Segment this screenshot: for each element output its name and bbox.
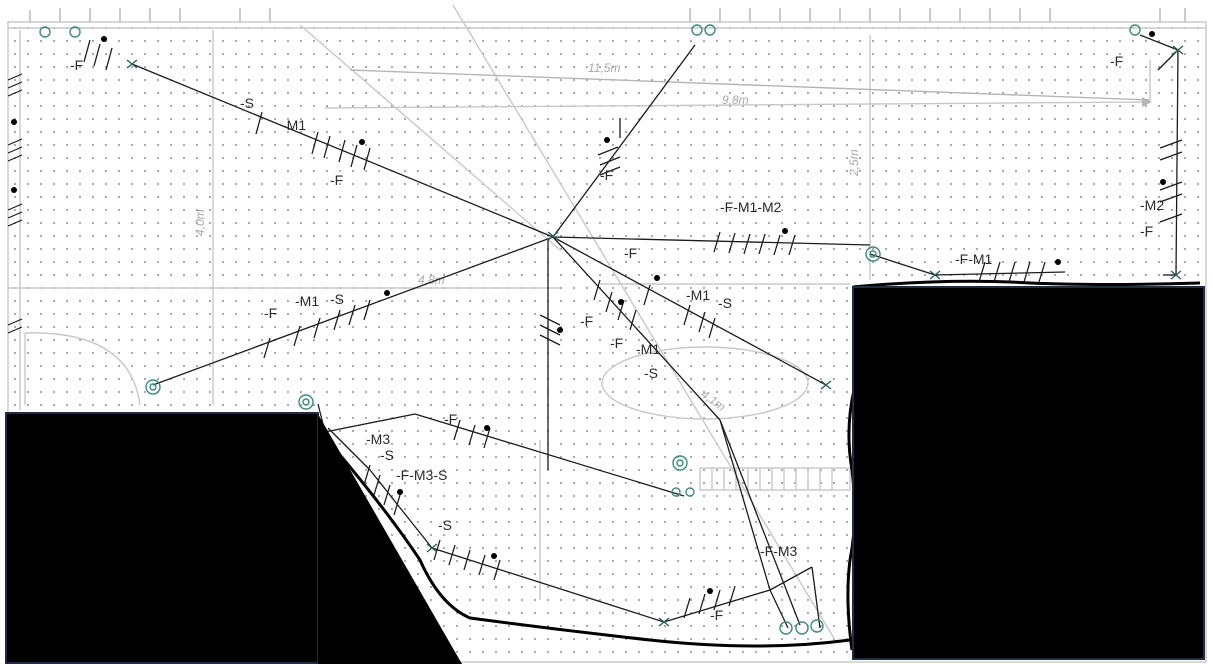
fixture-symbols <box>39 24 1141 635</box>
left-wall-markers <box>7 73 23 334</box>
circuit-labels: -F -S -M1 -F -F -F -F-M1-M2 -F-M1 -M2 -F… <box>70 53 1164 623</box>
circuit-label: -F <box>264 305 277 321</box>
dimension-label: 9,8m <box>722 93 749 107</box>
circuit-label: -M1 <box>636 341 660 357</box>
circuit-label: -F <box>1140 223 1153 239</box>
circuit-label: -F <box>580 313 593 329</box>
circuit-label: -F <box>610 335 623 351</box>
circuit-label: -S <box>718 295 732 311</box>
circuit-label: -F <box>330 172 343 188</box>
switch-dots <box>11 31 1166 594</box>
dimension-label: 4,0m <box>193 209 207 236</box>
circuit-label: -M1 <box>295 293 319 309</box>
circuit-label: -F <box>624 245 637 261</box>
redaction-block-right <box>852 286 1205 660</box>
circuit-label: -M3 <box>366 431 390 447</box>
circuit-label: -M2 <box>1140 197 1164 213</box>
architecture-layer <box>7 4 1207 663</box>
redaction-wedge <box>318 414 462 664</box>
circuit-label: -F <box>70 57 83 73</box>
circuit-label: -F-M3 <box>760 543 798 559</box>
circuit-label: -M1 <box>686 287 710 303</box>
circuit-label: -S <box>380 447 394 463</box>
circuit-label: -M1 <box>282 117 306 133</box>
circuit-label: -F-M1-M2 <box>720 199 782 215</box>
dimension-label: 4,8m <box>418 273 445 287</box>
circuit-label: -S <box>644 365 658 381</box>
circuit-label: -F <box>444 411 457 427</box>
circuit-label: -F <box>1110 53 1123 69</box>
circuit-label: -S <box>240 95 254 111</box>
dimension-label: 2,5m <box>847 149 861 177</box>
junction-marks <box>126 45 1184 627</box>
circuit-label: -F-M3-S <box>396 467 447 483</box>
cable-ticks <box>83 39 1183 619</box>
circuit-label: -F <box>600 167 613 183</box>
circuit-label: -F-M1 <box>955 251 993 267</box>
circuit-label: -S <box>330 291 344 307</box>
redaction-block-left <box>5 412 319 664</box>
circuit-label: -S <box>438 517 452 533</box>
circuit-label: -F <box>710 607 723 623</box>
dimension-label: 11,5m <box>588 61 620 75</box>
